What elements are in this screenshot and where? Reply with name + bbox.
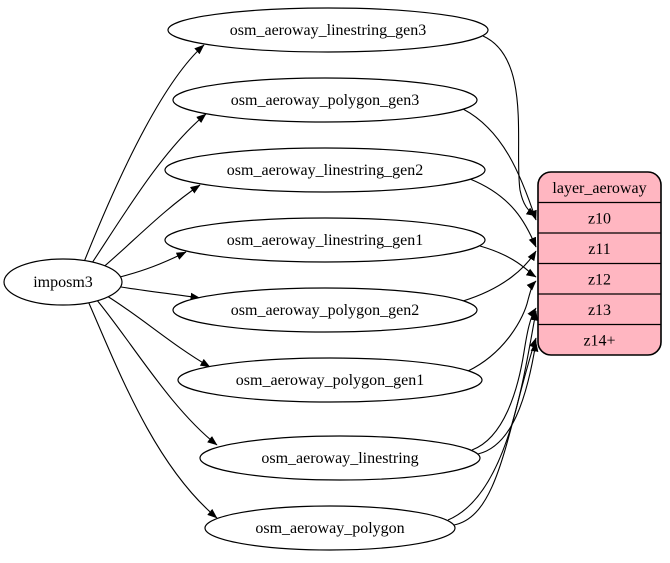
edge-osm-aeroway-linestring-gen1-to-z12 (479, 245, 537, 278)
layer-node-layer-aeroway: layer_aeroway z10 z11 z12 z13 z14+ (537, 171, 662, 356)
edges-from-source (83, 44, 218, 519)
edges-to-layer (447, 35, 539, 526)
edge-imposm3-to-osm-aeroway-polygon-gen3 (89, 113, 207, 267)
table-node-ellipse (167, 7, 489, 53)
table-node-osm-aeroway-linestring-gen2: osm_aeroway_linestring_gen2 (164, 147, 486, 193)
layer-row-z14: z14+ (583, 333, 615, 350)
table-node-ellipse (172, 287, 478, 333)
table-node-label: osm_aeroway_polygon_gen3 (231, 92, 419, 109)
edge-osm-aeroway-polygon-to-z13 (447, 310, 539, 521)
table-node-label: osm_aeroway_polygon (255, 520, 404, 537)
edge-imposm3-to-osm-aeroway-polygon-gen2 (120, 286, 201, 301)
layer-row-z13: z13 (588, 302, 611, 319)
source-node-imposm3: imposm3 (3, 258, 123, 306)
edge-imposm3-to-osm-aeroway-polygon (87, 300, 218, 519)
edge-imposm3-to-osm-aeroway-linestring-gen2 (99, 184, 201, 271)
table-node-ellipse (164, 147, 486, 193)
table-node-osm-aeroway-linestring: osm_aeroway_linestring (199, 435, 481, 481)
edge-imposm3-to-osm-aeroway-linestring (95, 298, 218, 446)
source-node-label: imposm3 (33, 274, 93, 291)
table-node-ellipse (177, 357, 483, 403)
layer-row-z11: z11 (588, 241, 611, 258)
table-node-osm-aeroway-linestring-gen3: osm_aeroway_linestring_gen3 (167, 7, 489, 53)
table-node-osm-aeroway-polygon-gen1: osm_aeroway_polygon_gen1 (177, 357, 483, 403)
edge-osm-aeroway-polygon-gen2-to-z11 (462, 250, 537, 302)
table-node-label: osm_aeroway_linestring_gen3 (230, 22, 426, 39)
layer-row-z10: z10 (588, 211, 611, 228)
edge-osm-aeroway-polygon-gen1-to-z12 (467, 280, 537, 372)
table-node-label: osm_aeroway_polygon_gen1 (236, 372, 424, 389)
edge-osm-aeroway-polygon-gen3-to-z10 (462, 108, 537, 221)
source-node-ellipse (3, 258, 123, 306)
table-node-label: osm_aeroway_polygon_gen2 (231, 302, 419, 319)
edge-osm-aeroway-polygon-to-z14 (453, 337, 537, 526)
table-node-label: osm_aeroway_linestring (261, 450, 418, 467)
layer-node-title: layer_aeroway (552, 180, 646, 197)
table-node-label: osm_aeroway_linestring_gen1 (227, 232, 423, 249)
edge-osm-aeroway-linestring-to-z14 (477, 341, 539, 455)
table-node-osm-aeroway-polygon: osm_aeroway_polygon (204, 505, 456, 551)
table-node-ellipse (164, 217, 486, 263)
table-node-label: osm_aeroway_linestring_gen2 (227, 162, 423, 179)
edge-imposm3-to-osm-aeroway-polygon-gen1 (106, 295, 211, 368)
table-node-osm-aeroway-polygon-gen2: osm_aeroway_polygon_gen2 (172, 287, 478, 333)
edge-osm-aeroway-linestring-gen3-to-z10 (482, 35, 537, 217)
layer-row-z12: z12 (588, 272, 611, 289)
edge-imposm3-to-osm-aeroway-linestring-gen3 (83, 44, 205, 263)
table-node-ellipse (204, 505, 456, 551)
edge-imposm3-to-osm-aeroway-linestring-gen1 (119, 251, 187, 278)
edge-osm-aeroway-linestring-gen2-to-z11 (469, 178, 537, 248)
table-node-ellipse (172, 77, 478, 123)
table-node-osm-aeroway-polygon-gen3: osm_aeroway_polygon_gen3 (172, 77, 478, 123)
table-node-ellipse (199, 435, 481, 481)
edge-osm-aeroway-linestring-to-z13 (471, 307, 537, 451)
table-node-osm-aeroway-linestring-gen1: osm_aeroway_linestring_gen1 (164, 217, 486, 263)
